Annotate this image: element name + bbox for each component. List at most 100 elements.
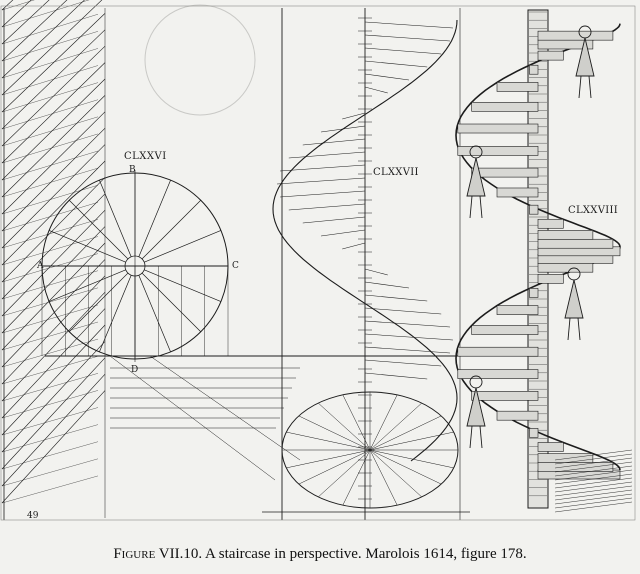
plan-ray: [144, 269, 222, 302]
human-figure-leg: [567, 317, 571, 341]
hatch-line: [1, 0, 103, 96]
perspective-step: [537, 262, 594, 273]
hatch-line: [1, 356, 99, 385]
perspective-step: [457, 346, 539, 357]
stair-step: [276, 177, 366, 185]
ground-shading: [554, 449, 633, 461]
plan-ray: [138, 275, 171, 353]
ground-shading: [554, 493, 633, 505]
plan-ray: [141, 199, 202, 260]
page-number: 49: [27, 511, 39, 521]
hatch-line: [1, 0, 32, 28]
perspective-step: [529, 204, 539, 215]
hatch-line: [1, 95, 106, 198]
hatch-line: [1, 304, 99, 334]
perspective-step: [457, 146, 539, 156]
base-ray: [369, 449, 422, 498]
hatch-line: [1, 78, 106, 181]
base-ray: [342, 394, 371, 451]
engraving-plate: [0, 0, 636, 521]
human-figure-leg: [479, 195, 483, 219]
ground-shading: [554, 485, 633, 497]
stair-step: [364, 320, 451, 328]
ground-shading: [554, 453, 633, 465]
hatch-line: [1, 338, 99, 368]
hatch-line: [1, 127, 106, 232]
perspective-step: [496, 410, 539, 421]
stair-step: [364, 359, 442, 367]
base-ray: [369, 449, 398, 506]
human-figure-body: [466, 157, 486, 197]
stair-step: [342, 112, 366, 120]
stair-step: [364, 47, 442, 55]
stair-step: [364, 346, 451, 354]
human-figure-body: [564, 279, 584, 319]
perspective-step: [529, 428, 539, 438]
ground-shading: [554, 477, 633, 489]
hatch-line: [1, 14, 99, 45]
human-figure-leg: [577, 317, 581, 341]
staircase-engraving: [0, 0, 636, 521]
perspective-step: [537, 442, 564, 452]
ground-shading: [554, 457, 633, 469]
hatch-line: [1, 65, 99, 96]
plan-point-b: B: [129, 165, 136, 175]
human-figure-leg: [578, 75, 582, 99]
plan-point-c: C: [232, 261, 239, 271]
stair-step: [288, 203, 366, 211]
hatch-line: [1, 150, 99, 181]
ground-shading: [554, 497, 633, 509]
ground-shading: [554, 473, 633, 485]
hatch-line: [1, 373, 106, 487]
plan-point-a: A: [37, 261, 44, 271]
hatch-line: [1, 0, 68, 62]
ground-shading: [554, 489, 633, 501]
hatch-line: [1, 160, 106, 266]
hatch-line: [1, 209, 106, 317]
plan-point-d: D: [131, 365, 139, 375]
base-ray: [298, 449, 371, 485]
hatch-line: [1, 321, 99, 351]
hatch-line: [1, 99, 99, 130]
base-ray: [286, 449, 371, 469]
perspective-step: [457, 123, 539, 134]
hatch-line: [1, 270, 99, 300]
hatch-line: [1, 458, 99, 487]
diagonal-line: [109, 355, 276, 481]
spiral-rail: [272, 19, 458, 462]
base-ray: [318, 402, 371, 451]
human-figure-body: [575, 37, 595, 77]
hatch-line: [1, 226, 106, 334]
perspective-step: [471, 101, 539, 112]
stair-step: [364, 307, 442, 315]
base-ray: [369, 431, 454, 451]
bleed-circle: [144, 4, 256, 116]
plan-ray: [99, 275, 132, 353]
base-ray: [342, 449, 371, 506]
caption-figure-number: VII.10.: [158, 546, 203, 562]
plan-ray: [144, 230, 222, 263]
hatch-line: [1, 236, 99, 266]
hatch-line: [1, 259, 106, 368]
stair-step: [320, 229, 366, 237]
stair-step: [288, 151, 366, 159]
hatch-line: [1, 31, 99, 62]
plan-ray: [48, 269, 126, 302]
human-figure-leg: [479, 425, 483, 449]
ground-shading: [554, 501, 633, 513]
ground-shading: [554, 469, 633, 481]
caption-text: A staircase in perspective. Marolois 161…: [205, 546, 527, 562]
hatch-line: [1, 424, 99, 453]
stair-step: [342, 242, 366, 250]
plan-ray: [48, 230, 126, 263]
hatch-line: [1, 287, 99, 317]
perspective-step: [529, 288, 539, 298]
hatch-line: [1, 308, 106, 419]
hatch-line: [1, 0, 50, 45]
base-ray: [298, 415, 371, 451]
perspective-step: [537, 238, 614, 249]
human-figure-leg: [469, 425, 473, 449]
plate-border: [0, 5, 636, 521]
hatch-line: [1, 441, 99, 470]
